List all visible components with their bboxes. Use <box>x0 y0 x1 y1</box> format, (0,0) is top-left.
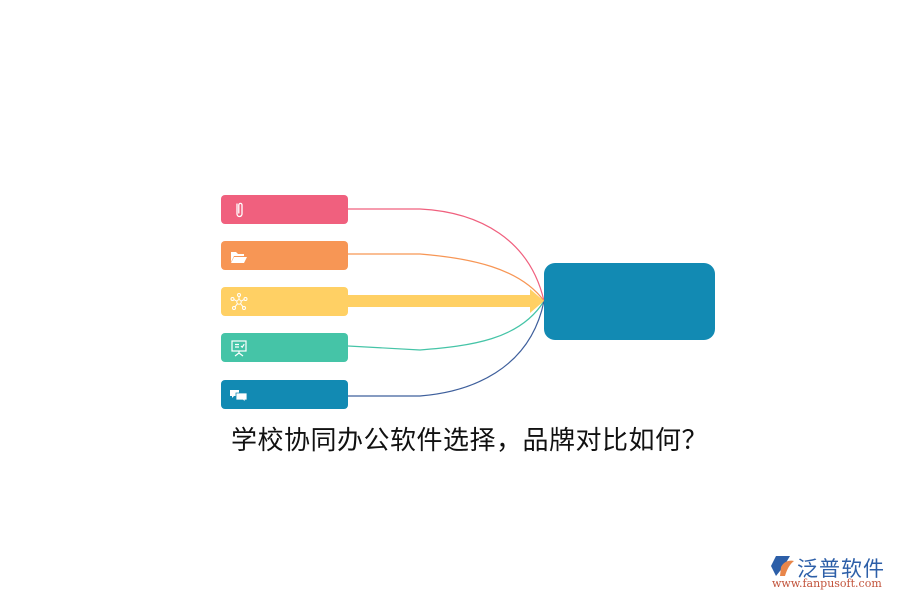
node-5[interactable] <box>221 380 348 409</box>
watermark-logo: 泛普软件 www.fanpusoft.com <box>770 553 895 593</box>
node-4[interactable] <box>221 333 348 362</box>
arrow-head <box>530 289 544 313</box>
paperclip-icon <box>236 202 243 218</box>
diagram-title: 学校协同办公软件选择，品牌对比如何？ <box>231 426 709 456</box>
presentation-board-icon <box>231 340 247 357</box>
link-5 <box>348 300 545 397</box>
link-4 <box>347 300 545 351</box>
node-1[interactable] <box>221 195 348 224</box>
network-icon <box>230 293 248 310</box>
fanpu-logo-icon <box>771 556 794 576</box>
link-2 <box>348 253 545 302</box>
node-3[interactable] <box>221 287 348 316</box>
watermark-brand: 泛普软件 <box>797 557 885 581</box>
link-1 <box>348 208 545 302</box>
center-node[interactable] <box>544 263 715 340</box>
chat-bubbles-icon <box>230 390 248 403</box>
folder-open-icon <box>231 252 247 263</box>
watermark-url: www.fanpusoft.com <box>772 577 882 590</box>
arrow-shaft <box>348 295 532 307</box>
node-2[interactable] <box>221 241 348 270</box>
